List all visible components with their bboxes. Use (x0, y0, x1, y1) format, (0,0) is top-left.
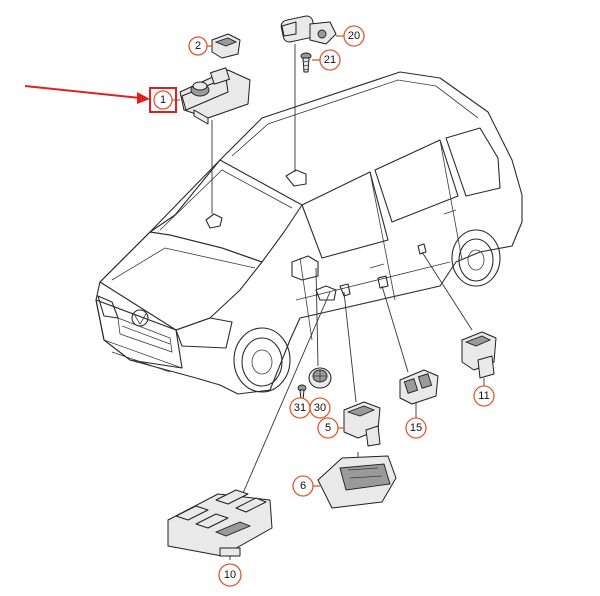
part-5-window-switch (343, 401, 381, 447)
callout-15-label: 15 (410, 422, 422, 434)
highlight-box (149, 87, 177, 113)
callout-20-label: 20 (348, 30, 360, 42)
callout-20[interactable]: 20 (336, 25, 365, 47)
red-pointer-arrow (24, 85, 150, 104)
callout-21[interactable]: 21 (312, 49, 341, 71)
callout-1-label: 1 (160, 94, 166, 106)
callout-10-label: 10 (224, 569, 236, 581)
callout-31[interactable]: 31 (289, 397, 311, 419)
callout-6-label: 6 (300, 480, 306, 492)
callout-6[interactable]: 6 (292, 475, 320, 497)
part-10-switch-block (167, 489, 273, 557)
callout-30-label: 30 (314, 402, 326, 414)
car-illustration (95, 71, 523, 395)
callout-30[interactable]: 30 (309, 397, 331, 419)
callout-21-label: 21 (324, 54, 336, 66)
part-30-knob (308, 367, 332, 389)
callout-15[interactable]: 15 (405, 417, 427, 439)
callout-2[interactable]: 2 (188, 36, 213, 56)
callout-31-label: 31 (294, 402, 306, 414)
callout-1[interactable]: 1 (153, 90, 180, 110)
part-20-actuator (280, 15, 337, 45)
part-1-mirror-switch (179, 67, 251, 125)
part-11-window-switch (461, 331, 497, 379)
callout-5-label: 5 (325, 422, 331, 434)
callout-5[interactable]: 5 (317, 417, 344, 439)
callout-10[interactable]: 10 (218, 563, 242, 587)
part-21-screw (300, 52, 312, 73)
part-2-switch-cap (211, 33, 241, 59)
callout-2-label: 2 (195, 40, 201, 52)
callout-11-label: 11 (478, 390, 489, 402)
part-15-switch (399, 369, 439, 405)
part-6-bezel (317, 455, 397, 509)
callout-11[interactable]: 11 (473, 385, 495, 407)
